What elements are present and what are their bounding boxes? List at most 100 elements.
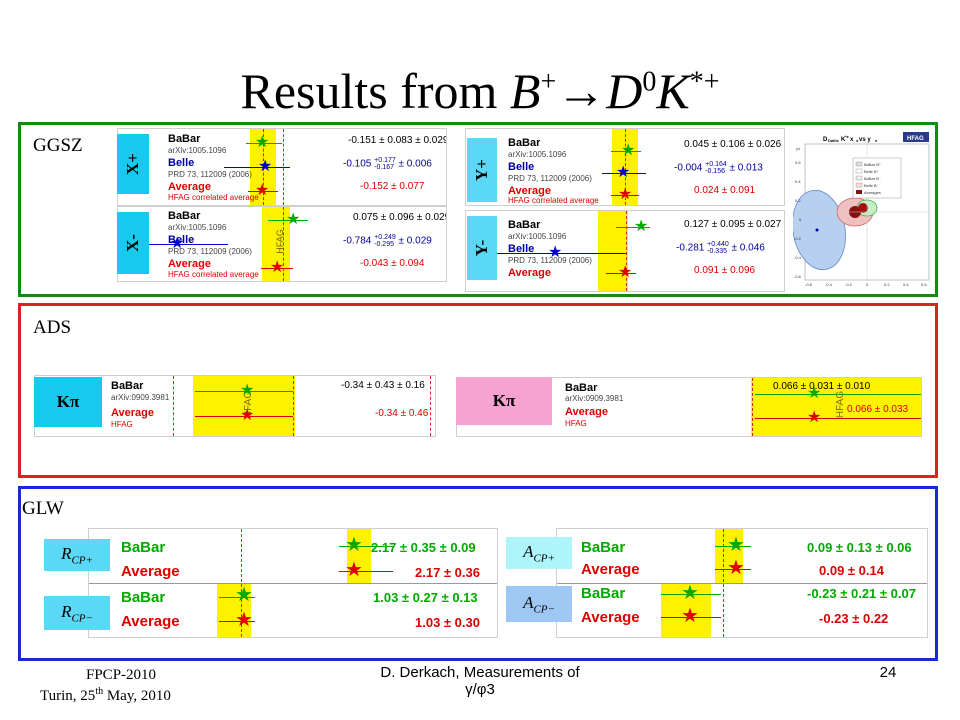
yplus-babar-marker: ★ xyxy=(621,142,636,159)
rcp-minus-avg-value: 1.03 ± 0.30 xyxy=(415,615,480,630)
ads-right-babar-value: 0.066 ± 0.031 ± 0.010 xyxy=(773,381,871,392)
yplus-avg-label: Average xyxy=(508,185,552,197)
yplus-panel: BaBar arXiv:1005.1096 Belle PRD 73, 1120… xyxy=(465,128,785,206)
yplus-belle-marker: ★ xyxy=(616,164,631,181)
rcp-plus-avg-label: Average xyxy=(121,563,180,580)
ads-left-avg-label: Average xyxy=(111,407,155,419)
yminus-babar-ref: arXiv:1005.1096 xyxy=(508,232,567,241)
rcp-plus-babar-marker: ★ xyxy=(345,534,363,556)
xminus-panel: HFAG BaBar arXiv:1005.1096 Belle PRD 73,… xyxy=(117,206,447,282)
yplus-belle-ref: PRD 73, 112009 (2006) xyxy=(508,174,592,183)
rcp-plus-avg-value: 2.17 ± 0.36 xyxy=(415,565,480,580)
rcp-minus-avg-label: Average xyxy=(121,613,180,630)
yminus-belle-value: -0.281 +0.440-0.335 ± 0.046 xyxy=(676,241,765,255)
acp-plus-babar-marker: ★ xyxy=(727,534,745,556)
yminus-babar-value: 0.127 ± 0.095 ± 0.027 xyxy=(684,219,782,230)
glw-label: GLW xyxy=(22,498,64,519)
legend-item: Belle B⁻ xyxy=(864,183,879,188)
rcp-plus-tag: RCP+ xyxy=(44,539,110,571)
xplus-avg-marker: ★ xyxy=(255,182,270,199)
ads-right-panel: HFAG BaBar arXiv:0909.3981 Average HFAG … xyxy=(456,377,922,437)
y-tick-label: 0.6 xyxy=(795,160,801,165)
yplus-belle-value: -0.004 +0.164-0.156 ± 0.013 xyxy=(674,161,763,175)
xminus-babar-ref: arXiv:1005.1096 xyxy=(168,223,227,232)
xminus-belle-label: Belle xyxy=(168,234,195,246)
xplus-tag: X+ xyxy=(117,134,149,194)
acp-plus-babar-label: BaBar xyxy=(581,539,626,556)
y-tick-label: -0.6 xyxy=(794,274,802,279)
xplus-avg-ref: HFAG correlated average xyxy=(168,193,259,202)
ads-left-avg-value: -0.34 ± 0.46 xyxy=(375,408,429,419)
rcp-minus-babar-value: 1.03 ± 0.27 ± 0.13 xyxy=(373,590,478,605)
yplus-avg-value: 0.024 ± 0.091 xyxy=(694,185,756,196)
ads-left-babar-marker: ★ xyxy=(240,382,255,399)
acp-minus-avg-label: Average xyxy=(581,609,640,626)
ads-right-avg-ref: HFAG xyxy=(565,419,587,428)
legend-item: Belle B⁺ xyxy=(864,169,879,174)
yplus-belle-label: Belle xyxy=(508,161,535,173)
footer-author: D. Derkach, Measurements of γ/φ3 xyxy=(330,664,630,698)
xplus-babar-value: -0.151 ± 0.083 ± 0.029 xyxy=(348,135,447,146)
y-tick-label: -0.2 xyxy=(794,236,802,241)
y-tick-label: 0.4 xyxy=(795,179,801,184)
xplus-belle-label: Belle xyxy=(168,157,195,169)
plot-title-d: D xyxy=(823,137,828,143)
x-tick-label: -0.4 xyxy=(825,282,833,287)
footer-place: Turin, 25th May, 2010 xyxy=(40,686,171,704)
yminus-belle-ref: PRD 73, 112009 (2006) xyxy=(508,256,592,265)
xminus-babar-label: BaBar xyxy=(168,210,201,222)
footer-author-line1: D. Derkach, Measurements of xyxy=(380,664,580,681)
plot-title-k: K xyxy=(841,137,846,143)
rcp-minus-avg-marker: ★ xyxy=(235,609,253,631)
ads-left-avg-marker: ★ xyxy=(240,407,255,424)
yminus-babar-marker: ★ xyxy=(634,218,649,235)
y-tick-label: -0.4 xyxy=(794,255,802,260)
title-b-sup: + xyxy=(540,66,557,98)
title-d-sup: 0 xyxy=(642,66,657,98)
rcp-plus-babar-label: BaBar xyxy=(121,539,166,556)
rcp-minus-babar-marker: ★ xyxy=(235,584,253,606)
xplus-belle-ref: PRD 73, 112009 (2006) xyxy=(168,170,252,179)
yminus-babar-label: BaBar xyxy=(508,219,541,231)
x-tick-label: -0.6 xyxy=(805,282,813,287)
yplus-tag: Y+ xyxy=(467,138,497,202)
ads-left-avg-ref: HFAG xyxy=(111,420,133,429)
ggsz-section xyxy=(18,122,938,297)
ads-left-babar-ref: arXiv:0909.3981 xyxy=(111,393,170,402)
ads-label: ADS xyxy=(33,317,72,338)
plot-title-xsub: ± xyxy=(856,138,859,143)
xminus-avg-marker: ★ xyxy=(270,259,285,276)
x-tick-label: 0.2 xyxy=(884,282,890,287)
acp-minus-babar-label: BaBar xyxy=(581,585,626,602)
y-tick-label: 0.2 xyxy=(795,198,801,203)
title-b: B xyxy=(509,63,541,119)
xminus-belle-ref: PRD 73, 112009 (2006) xyxy=(168,247,252,256)
yminus-avg-value: 0.091 ± 0.096 xyxy=(694,265,756,276)
xplus-panel: BaBar arXiv:1005.1096 Belle PRD 73, 1120… xyxy=(117,128,447,206)
xplus-babar-ref: arXiv:1005.1096 xyxy=(168,146,227,155)
xminus-tag: X- xyxy=(117,212,149,274)
acp-minus-avg-marker: ★ xyxy=(681,605,699,627)
acp-minus-tag: ACP− xyxy=(506,586,572,622)
plot-title-ksup: *± xyxy=(845,134,850,139)
ads-left-babar-label: BaBar xyxy=(111,380,144,392)
xplus-babar-label: BaBar xyxy=(168,133,201,145)
yminus-avg-marker: ★ xyxy=(618,264,633,281)
rcp-panel: BaBar Average ★ ★ 2.17 ± 0.35 ± 0.09 2.1… xyxy=(88,528,498,638)
yminus-belle-marker: ★ xyxy=(548,244,563,261)
plot-logo: HFAG xyxy=(907,136,924,142)
x-tick-label: -0.2 xyxy=(845,282,853,287)
page-number: 24 xyxy=(879,664,897,681)
y-tick-label: 0 xyxy=(799,217,802,222)
plot-title-x: x xyxy=(850,137,854,143)
xplus-avg-value: -0.152 ± 0.077 xyxy=(360,181,425,192)
ads-right-tag: Kπ xyxy=(456,377,552,425)
xminus-belle-marker: ★ xyxy=(170,235,185,252)
xminus-avg-value: -0.043 ± 0.094 xyxy=(360,258,425,269)
ads-right-avg-marker: ★ xyxy=(807,409,822,426)
ads-right-babar-label: BaBar xyxy=(565,382,598,394)
rcp-minus-tag: RCP− xyxy=(44,596,110,630)
ads-left-babar-value: -0.34 ± 0.43 ± 0.16 xyxy=(341,380,425,391)
xminus-babar-value: 0.075 ± 0.096 ± 0.029 xyxy=(353,212,447,223)
yplus-avg-marker: ★ xyxy=(618,186,633,203)
